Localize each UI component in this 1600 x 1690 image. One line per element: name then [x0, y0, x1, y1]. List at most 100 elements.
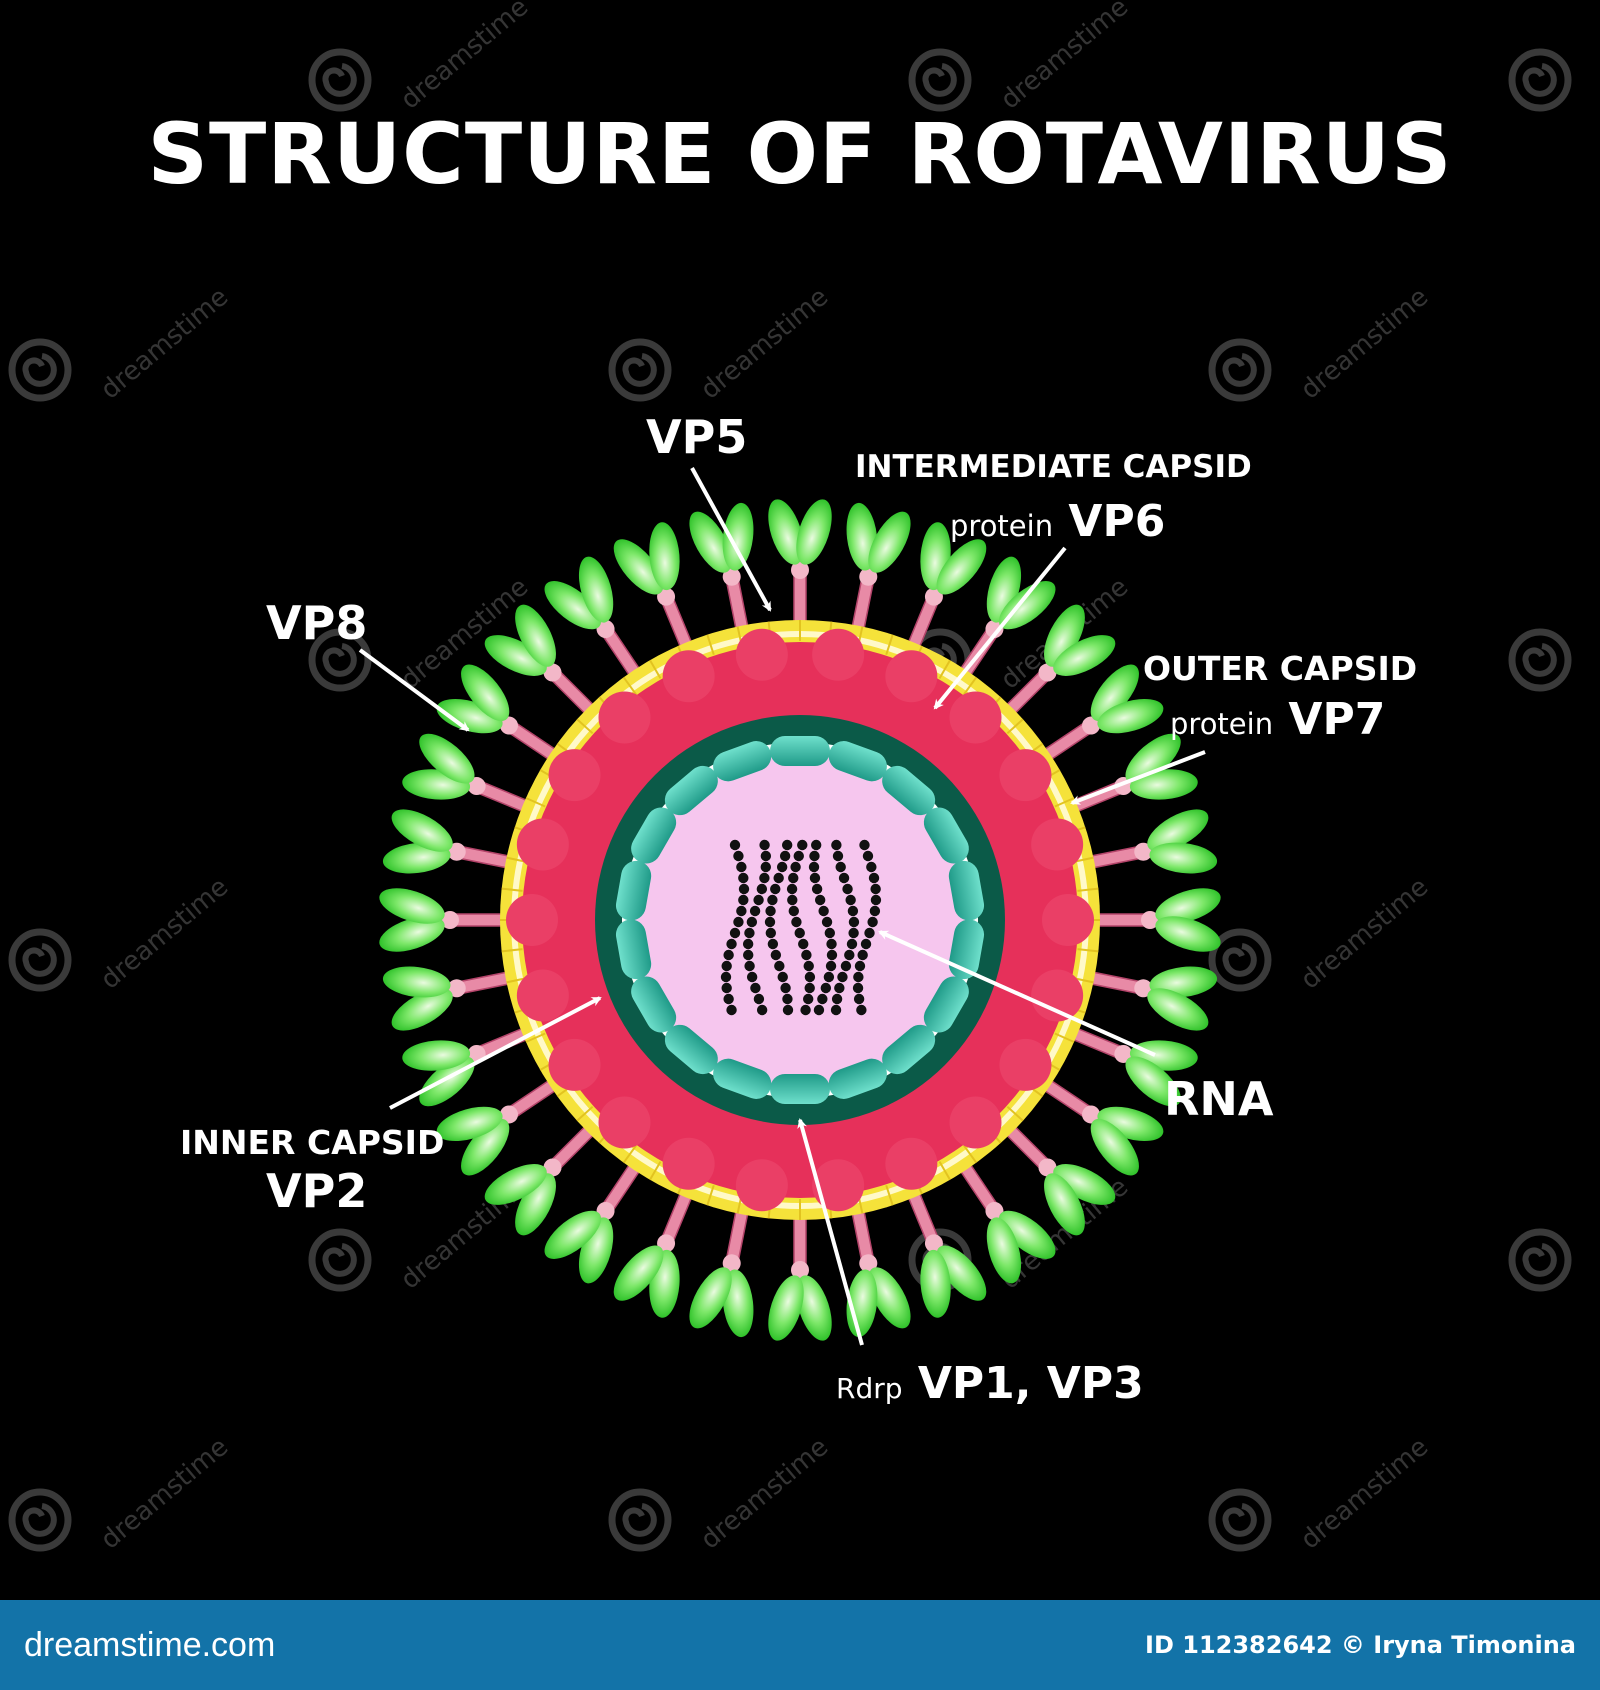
spike-leaf-right: [1090, 1118, 1139, 1176]
arrow-vp7: [1070, 750, 1206, 805]
spike-leaf-right: [1097, 698, 1164, 734]
watermark-ring: [308, 1228, 372, 1292]
spike-node: [1038, 663, 1057, 682]
spike-node: [1134, 979, 1153, 998]
spike-leaf-right: [649, 522, 680, 591]
outer-segment-line: [963, 1145, 978, 1164]
spike-leaf-left: [768, 499, 804, 565]
rna-nucleotide: [742, 938, 754, 950]
rna-nucleotide: [798, 938, 809, 950]
watermark-swirl: [1522, 643, 1557, 677]
rna-nucleotide: [856, 1004, 867, 1016]
spike-node: [791, 1261, 809, 1279]
intermediate-bump: [885, 650, 938, 703]
spike-leaf-left: [613, 539, 664, 595]
spike-leaf-left: [1053, 1164, 1116, 1205]
spike-leaf-right: [379, 888, 445, 924]
rdrp-enzyme: [948, 919, 985, 980]
watermark-text: dreamstime: [1295, 282, 1434, 405]
rna-nucleotide: [729, 927, 741, 939]
rna-nucleotide: [774, 960, 785, 972]
spike-leaf-right: [936, 539, 987, 595]
spike-leaf-right: [578, 556, 614, 623]
rna-nucleotide: [845, 894, 856, 906]
spike-node: [1038, 1158, 1057, 1177]
spike-leaf-right: [722, 502, 754, 571]
rna-nucleotide: [811, 883, 823, 895]
intermediate-bump: [1042, 894, 1094, 946]
vp4-spike: [1093, 888, 1221, 952]
rna-nucleotide: [753, 993, 765, 1005]
watermark-swirl: [1222, 943, 1257, 977]
label-vp6: VP6: [1068, 496, 1166, 547]
rna-nucleotide: [746, 971, 758, 983]
label-outer-protein: protein VP7: [1170, 698, 1385, 742]
watermark-swirl: [622, 353, 657, 387]
rdrp-enzyme: [631, 976, 677, 1033]
spike-leaf-left: [461, 1118, 510, 1176]
intermediate-bump: [885, 1137, 938, 1190]
rna-nucleotide: [831, 839, 842, 851]
rna-nucleotide: [797, 839, 808, 851]
spike-leaf-left: [1090, 664, 1139, 722]
spike-node: [791, 561, 809, 579]
rna-nucleotide: [767, 938, 779, 950]
spike-leaf-left: [868, 1267, 911, 1329]
rna-nucleotide: [824, 927, 836, 939]
outer-segment-line: [501, 887, 523, 892]
label-outer-capsid: OUTER CAPSID: [1143, 649, 1418, 688]
vp4-spike: [379, 888, 507, 952]
intermediate-bump: [662, 650, 715, 703]
rna-nucleotide: [866, 861, 877, 873]
rdrp-body: [631, 807, 677, 864]
rna-nucleotide: [759, 839, 770, 851]
rna-nucleotide: [870, 894, 882, 906]
outer-segment-line: [1054, 1032, 1075, 1043]
rdrp-enzyme: [882, 765, 936, 816]
spike-leaf-right: [768, 1275, 804, 1341]
rna-nucleotide: [721, 982, 732, 994]
diagram-title: STRUCTURE OF ROTAVIRUS: [147, 105, 1453, 203]
rna-nucleotide: [759, 872, 770, 884]
intermediate-bump: [516, 818, 569, 871]
spike-leaf-right: [689, 1267, 732, 1329]
spike-leaf-right: [1155, 916, 1221, 952]
rna-nucleotide: [804, 971, 816, 983]
spike-leaf-right: [382, 966, 451, 998]
vp4-spike: [1005, 604, 1116, 715]
spike-leaf-left: [1147, 809, 1209, 852]
spike-leaf-left: [796, 1275, 832, 1341]
spike-leaf-right: [484, 1164, 547, 1205]
outer-segment-line: [706, 1185, 715, 1206]
rna-nucleotide: [813, 1004, 825, 1016]
outer-segment-line: [1006, 1105, 1024, 1122]
outer-segment-line: [938, 659, 951, 679]
intermediate-bump: [735, 1159, 788, 1212]
rna-nucleotide: [744, 960, 755, 972]
spike-node: [596, 619, 615, 638]
rna-nucleotide: [756, 883, 768, 895]
watermark-text: dreamstime: [95, 872, 234, 995]
rna-nucleotide: [790, 861, 801, 873]
outer-segment-line: [706, 634, 715, 655]
rna-nucleotide: [826, 938, 837, 950]
rna-nucleotide: [756, 1004, 768, 1016]
intermediate-bump: [812, 1159, 865, 1212]
arrow-vp2: [389, 996, 602, 1110]
watermark-text: dreamstime: [95, 282, 234, 405]
spike-leaf-right: [402, 1040, 471, 1071]
footer-brand: dreamstime.com: [24, 1625, 276, 1664]
watermark-ring: [308, 628, 372, 692]
rna-nucleotide: [853, 971, 864, 983]
rna-nucleotide: [840, 960, 852, 972]
rna-nucleotide: [720, 971, 732, 983]
spike-leaf-right: [1125, 1056, 1181, 1107]
rna-nucleotide: [867, 916, 878, 928]
watermark-spiral-icon: dreamstime: [308, 0, 534, 115]
vp4-spike: [613, 522, 692, 650]
arrow-rdrp: [797, 1118, 864, 1346]
spike-node: [1141, 911, 1159, 929]
outer-segment-line: [576, 718, 594, 735]
spike-node: [859, 567, 878, 586]
spike-node: [924, 587, 943, 606]
